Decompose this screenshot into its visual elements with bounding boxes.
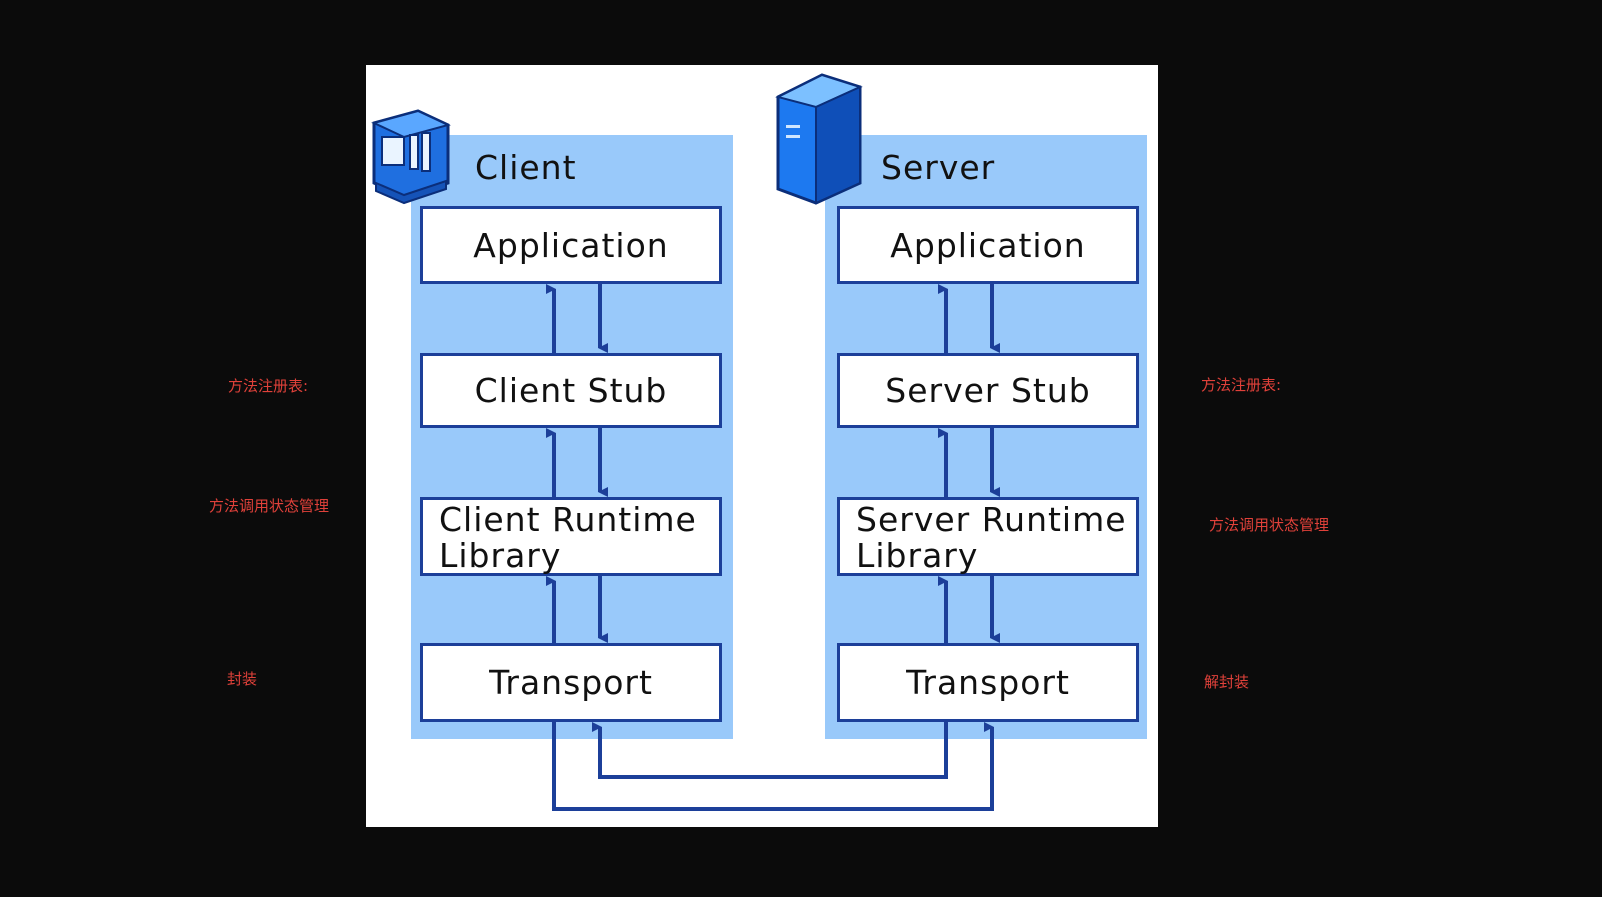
server-runtime-library-layer: Server Runtime Library	[837, 497, 1139, 576]
client-title: Client	[475, 148, 577, 187]
computer-icon	[371, 109, 451, 205]
server-transport-layer: Transport	[837, 643, 1139, 722]
right-note-decapsulate: 解封装	[1204, 673, 1250, 691]
client-transport-layer: Transport	[420, 643, 722, 722]
client-stub-layer: Client Stub	[420, 353, 722, 428]
client-runtime-library-layer: Client Runtime Library	[420, 497, 722, 576]
left-note-encapsulate: 封装	[227, 670, 258, 688]
client-to-server-link	[552, 722, 994, 811]
diagram-canvas: Client Application Client Stub Client Ru…	[366, 65, 1158, 827]
server-to-client-link	[592, 722, 948, 779]
server-application-layer: Application	[837, 206, 1139, 284]
right-note-call-state: 方法调用状态管理	[1209, 516, 1330, 534]
server-stub-layer: Server Stub	[837, 353, 1139, 428]
server-title: Server	[881, 148, 996, 187]
left-note-method-registry: 方法注册表:	[228, 377, 309, 395]
server-tower-icon	[775, 73, 863, 205]
diagram-overlay	[371, 73, 1000, 811]
right-note-method-registry: 方法注册表:	[1201, 376, 1282, 394]
client-application-layer: Application	[420, 206, 722, 284]
left-note-call-state: 方法调用状态管理	[209, 497, 330, 515]
